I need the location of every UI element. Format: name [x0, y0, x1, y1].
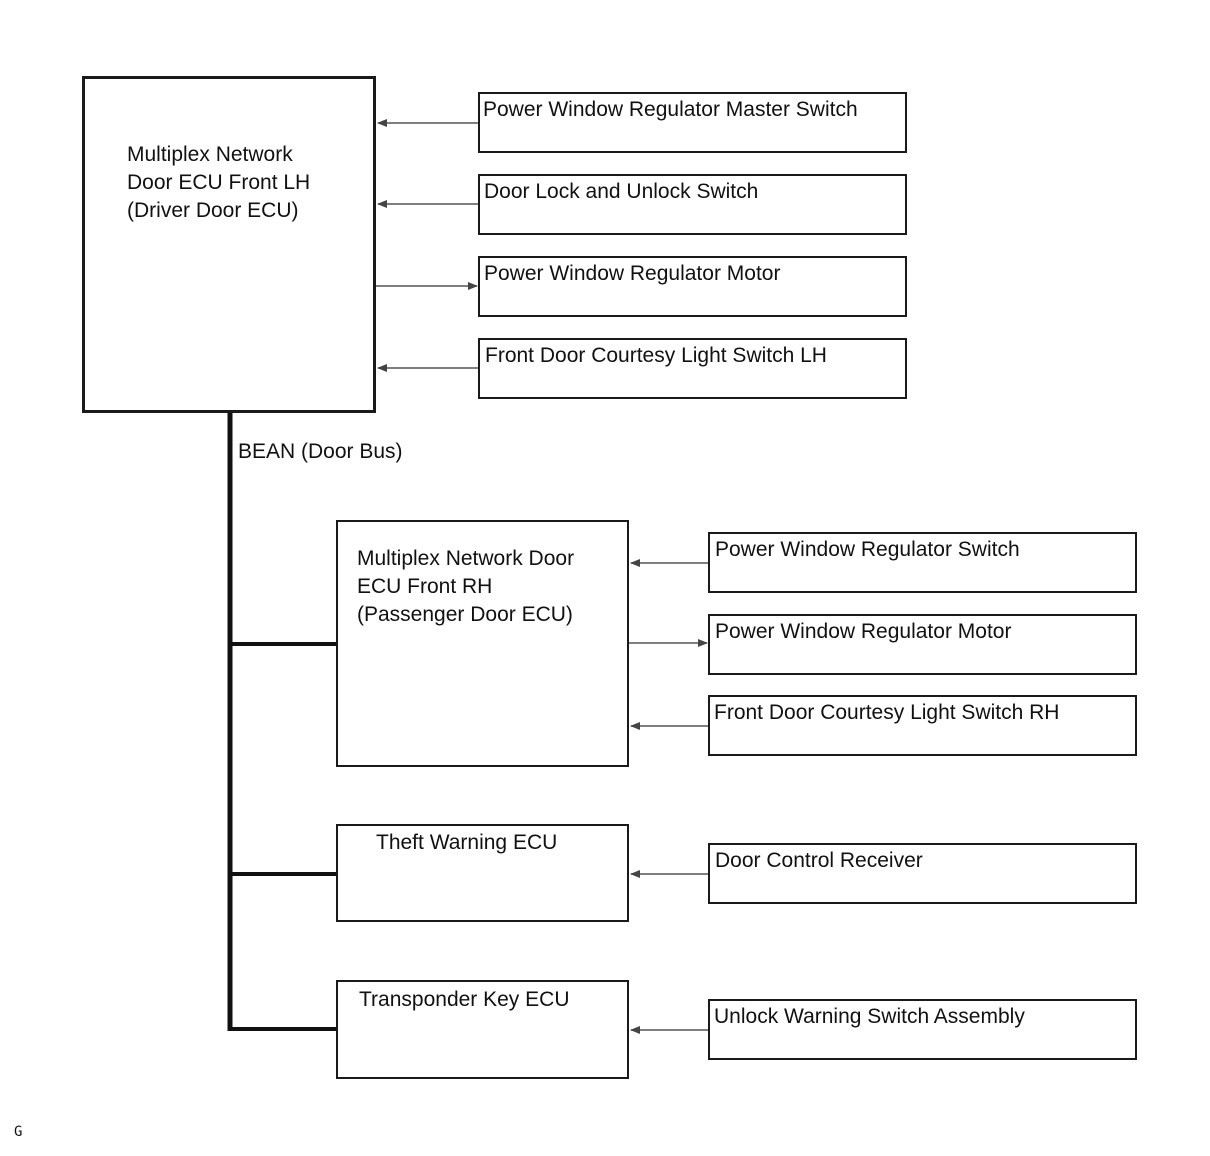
passenger-window-motor-box: Power Window Regulator Motor [708, 614, 1137, 675]
courtesy-switch-rh-box: Front Door Courtesy Light Switch RH [708, 695, 1137, 756]
courtesy-switch-rh-label: Front Door Courtesy Light Switch RH [714, 701, 1060, 724]
passenger-door-ecu-line-3: (Passenger Door ECU) [357, 603, 573, 626]
courtesy-switch-lh-box: Front Door Courtesy Light Switch LH [478, 338, 907, 399]
corner-mark: G [14, 1124, 23, 1140]
unlock-warning-switch-box: Unlock Warning Switch Assembly [708, 999, 1137, 1060]
door-control-receiver-label: Door Control Receiver [715, 849, 923, 872]
driver-door-ecu-box: Multiplex Network Door ECU Front LH (Dri… [82, 76, 376, 413]
passenger-door-ecu-line-2: ECU Front RH [357, 575, 493, 598]
passenger-door-ecu-line-1: Multiplex Network Door [357, 547, 575, 570]
door-control-receiver-box: Door Control Receiver [708, 843, 1137, 904]
door-lock-switch-label: Door Lock and Unlock Switch [484, 180, 759, 203]
theft-warning-ecu-label: Theft Warning ECU [376, 831, 558, 854]
door-lock-switch-box: Door Lock and Unlock Switch [478, 174, 907, 235]
passenger-window-switch-box: Power Window Regulator Switch [708, 532, 1137, 593]
transponder-key-ecu-box: Transponder Key ECU [336, 980, 629, 1079]
passenger-window-switch-label: Power Window Regulator Switch [715, 538, 1020, 561]
driver-door-ecu-line-1: Multiplex Network [127, 143, 293, 166]
unlock-warning-switch-label: Unlock Warning Switch Assembly [714, 1005, 1025, 1028]
driver-window-motor-box: Power Window Regulator Motor [478, 256, 907, 317]
driver-door-ecu-line-2: Door ECU Front LH [127, 171, 311, 194]
passenger-window-motor-label: Power Window Regulator Motor [715, 620, 1012, 643]
passenger-door-ecu-box: Multiplex Network Door ECU Front RH (Pas… [336, 520, 629, 767]
courtesy-switch-lh-label: Front Door Courtesy Light Switch LH [485, 344, 827, 367]
master-switch-label: Power Window Regulator Master Switch [483, 98, 858, 121]
driver-door-ecu-line-3: (Driver Door ECU) [127, 199, 299, 222]
master-switch-box: Power Window Regulator Master Switch [478, 92, 907, 153]
bean-bus-label: BEAN (Door Bus) [238, 440, 403, 463]
theft-warning-ecu-box: Theft Warning ECU [336, 824, 629, 922]
transponder-key-ecu-label: Transponder Key ECU [359, 988, 570, 1011]
driver-window-motor-label: Power Window Regulator Motor [484, 262, 781, 285]
